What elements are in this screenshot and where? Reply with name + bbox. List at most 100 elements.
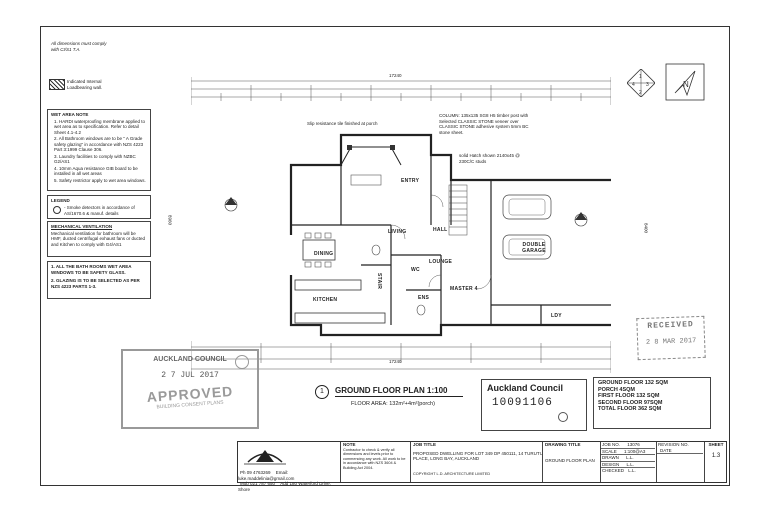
mech-text: Mechanical ventilation for bathroom will… [51,230,146,247]
drawing-label: DRAWING TITLE [545,442,581,447]
job-no: 13076 [627,442,640,447]
column-note: COLUMN: 135x135 SG8 H5 timber post with … [439,113,529,135]
hatch-swatch [49,79,65,90]
floor-plan-drawing [191,77,611,373]
scale-value: 1:100@A3 [624,448,646,454]
wet-area-item: 1. HARDI waterproofing membrane applied … [54,118,146,135]
svg-text:2: 2 [639,90,642,96]
svg-text:1: 1 [639,74,642,80]
contact-addr: Add 180 Waterford Drive, Shore [238,481,331,492]
drawing-title: GROUND FLOOR PLAN [545,457,595,463]
left-height-dimension: 8960 [167,215,173,226]
overall-dimension-bottom: 17240 [389,359,402,364]
revision-cell: REVISION NO. DATE [656,442,703,482]
plan-scale: 1:100 [427,386,448,395]
design-label: DESIGN [602,461,620,467]
wet-area-item: 3. Laundry facilities to comply with NZB… [54,153,136,165]
floor-area: FLOOR AREA: 132m²+4m²(porch) [351,401,435,407]
note-label: NOTE [343,442,356,447]
job-cell: JOB TITLE PROPOSED DWELLING FOR LOT 349 … [410,442,543,482]
stamp-date: 2 7 JUL 2017 [161,371,219,380]
area-row: GROUND FLOOR 132 SQM [598,380,668,386]
mechanical-ventilation-note: MECHANICAL VENTILATION Mechanical ventil… [47,221,151,257]
plan-title: GROUND FLOOR PLAN 1:100 [335,386,447,395]
room-label-laundry: LDY [551,313,562,319]
sheet-label: SHEET [708,442,724,447]
stamp-seal-icon [235,355,249,369]
room-label-master: MASTER 4 [450,286,478,292]
title-underline [335,396,463,397]
overall-dimension: 17240 [389,73,402,78]
wet-area-item: 4. 10mm Aqua resistance GIB board to be … [54,165,138,177]
loadbearing-legend: Indicated Internal Loadbearing wall. [67,79,103,90]
contact-phone: Ph 09 4763269 [240,470,271,475]
council-approved-stamp: AUCKLAND COUNCIL 2 7 JUL 2017 APPROVED B… [121,349,259,429]
room-label-dining: DINING [314,251,334,257]
drawn-value: L.L. [626,455,634,460]
smoke-detector-icon [53,206,61,214]
contact-email: Email: luke.maddelinia@gmail.com [238,470,295,481]
north-arrow-icon: N [665,63,705,101]
room-label-ens: ENS [418,295,430,301]
area-row: PORCH 4SQM [598,386,635,393]
note-cell: NOTE Contractor to check & verify all di… [340,442,409,482]
checked-label: CHECKED [602,468,625,473]
received-date: 2 8 MAR 2017 [645,337,697,347]
mech-heading: MECHANICAL VENTILATION [51,224,113,229]
right-height-dimension: 8400 [643,223,649,234]
area-schedule: GROUND FLOOR 132 SQM PORCH 4SQM FIRST FL… [593,377,711,429]
slip-note: Slip resistance tile finished at porch [307,121,378,126]
room-label-entry: ENTRY [401,178,420,184]
plan-number: 1 [315,385,329,399]
checked-value: L.L. [628,468,636,473]
svg-text:3: 3 [646,82,649,88]
drawn-label: DRAWN [602,455,619,460]
smoke-legend-text: - Smoke detectors in accordance of AS/16… [64,205,135,216]
room-label-kitchen: KITCHEN [313,297,338,303]
date-label: DATE [660,447,672,453]
room-label-garage: DOUBLE GARAGE [522,242,546,254]
svg-text:N: N [683,80,689,89]
room-label-hall: HALL [433,227,448,233]
section-key-icon: 1 4 3 2 [626,68,656,98]
plan-title-text: GROUND FLOOR PLAN [335,386,425,395]
contact-block: Ph 09 4763269 Email: luke.maddelinia@gma… [238,470,338,492]
design-value: L.L. [626,461,635,467]
job-text: PROPOSED DWELLING FOR LOT 349 DP 450111,… [413,450,543,462]
smoke-legend: LEGEND - Smoke detectors in accordance o… [47,195,151,219]
room-label-lounge: LOUNGE [429,259,453,265]
job-label: JOB TITLE [413,442,437,447]
copyright: COPYRIGHT L.D. ARCHITECTURE LIMITED [413,471,491,476]
dimension-note: All dimensions must comply with CI/S1 T.… [51,41,107,52]
area-row: FIRST FLOOR 132 SQM [598,393,660,399]
drawing-sheet: All dimensions must comply with CI/S1 T.… [40,26,730,492]
wet-area-item: 2. All Bathroom windows are to be " A Gr… [54,136,144,152]
stamp-council-name: AUCKLAND COUNCIL [153,356,227,363]
council-logo-icon [558,412,568,422]
room-label-stair: STAIR [376,273,382,290]
area-row: SECOND FLOOR 97SQM [598,399,663,406]
wet-area-heading: WET AREA NOTE [51,112,89,117]
glazing-note: 1. ALL THE BATH ROOMS WET AREA WINDOWS T… [47,261,151,299]
sheet-number: 1.3 [711,452,721,459]
hatch-note: solid Hatch shown 2140x45 @ 230C/C studs [459,153,520,164]
title-block: Ph 09 4763269 Email: luke.maddelinia@gma… [237,441,727,492]
bath-note: 1. ALL THE BATH ROOMS WET AREA WINDOWS T… [51,264,132,275]
company-logo-icon [242,444,288,470]
glazing-spec-note: 2. GLAZING IS TO BE SELECTED AS PER NZS … [51,278,140,289]
revision-label: REVISION NO. [658,442,689,447]
received-label: RECEIVED [647,320,694,331]
job-info-cell: JOB NO. 13076 SCALE 1:100@A3 DRAWN L.L. … [600,442,655,482]
wet-area-item: 5. Safety restrictor apply to wet area w… [54,177,146,183]
drawing-title-cell: DRAWING TITLE GROUND FLOOR PLAN [542,442,601,482]
area-row: TOTAL FLOOR 362 SQM [598,406,662,412]
scale-label: SCALE [602,448,617,454]
council-box-number: 10091106 [492,397,553,409]
sheet-cell: SHEET 1.3 [704,442,727,482]
wet-area-note: WET AREA NOTE 1. HARDI waterproofing mem… [47,109,151,191]
legend-heading: LEGEND [51,198,70,203]
note-text: Contractor to check & verify all dimensi… [343,447,406,470]
received-stamp: RECEIVED 2 8 MAR 2017 [636,315,706,361]
contact-mob: Mob 021 787 650 [240,481,276,486]
job-no-label: JOB NO. [602,442,621,447]
